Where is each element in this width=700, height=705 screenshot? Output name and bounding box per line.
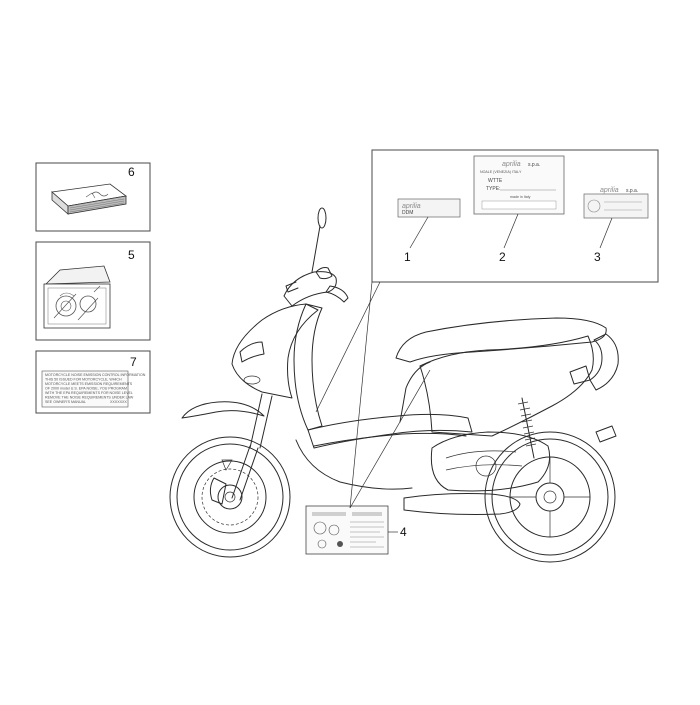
part-4-tire-info-label[interactable]: 4 — [305, 505, 407, 555]
floor-edge — [313, 432, 467, 447]
noise-decal-text: MOTORCYCLE NOISE EMISSION CONTROL INFORM… — [45, 373, 146, 404]
noise-line-6: REMOVE THE NOISE REQUIREMENTS UNDER LAW — [45, 396, 134, 400]
callout-2: 2 — [499, 250, 506, 264]
rear-shock — [521, 397, 535, 459]
tail-light — [569, 365, 591, 385]
noise-line-2: THIS 50 ISSUED FOR MOTORCYCLE, WHICH — [45, 378, 122, 382]
front-wheel — [169, 436, 291, 558]
decal-2-line1: WTTE — [488, 178, 503, 184]
callout-3: 3 — [594, 250, 601, 264]
leader-lines — [315, 281, 431, 509]
fork-upper — [249, 393, 273, 449]
turn-signal — [243, 375, 261, 385]
part-7-noise-label[interactable]: MOTORCYCLE NOISE EMISSION CONTROL INFORM… — [35, 350, 151, 414]
callout-6: 6 — [128, 165, 135, 179]
instrument-cluster — [315, 267, 333, 280]
decal-3 — [583, 193, 649, 219]
noise-line-5: WITH THE EPA REQUIREMENTS FOR NOISE LEVE… — [45, 391, 133, 395]
part-1-model-decal[interactable]: aprilia DDM 1 — [397, 198, 461, 264]
tool-pouch-icon — [43, 265, 111, 329]
decals-panel: aprilia DDM 1 aprilia s.p.a. NOALE (VENE… — [371, 149, 659, 283]
noise-line-3: MOTORCYCLE MEETS EMISSION REQUIREMENTS — [45, 382, 133, 386]
noise-decal — [41, 370, 129, 408]
engine-cover — [475, 455, 497, 477]
exhaust-pipe — [403, 493, 521, 515]
noise-line-1: MOTORCYCLE NOISE EMISSION CONTROL INFORM… — [45, 373, 146, 377]
tail-section — [589, 333, 619, 391]
handlebar-cowl — [283, 271, 337, 307]
right-grip — [325, 285, 349, 303]
part-3-brand-decal[interactable]: aprilia s.p.a. 3 — [583, 187, 649, 264]
leader-1 — [409, 216, 429, 249]
muffler-tip — [595, 425, 617, 443]
leader-3 — [599, 217, 613, 249]
decal-3-company: s.p.a. — [626, 188, 638, 194]
decal-2-type: TYPE: — [486, 186, 500, 192]
underbody — [295, 439, 413, 490]
left-grip — [285, 281, 299, 293]
leader-2 — [503, 213, 519, 249]
rear-body — [419, 335, 594, 437]
part-5-tool-kit[interactable]: 5 — [35, 241, 151, 341]
decal-3-brand: aprilia — [600, 187, 619, 194]
noise-line-7: SEE OWNER'S MANUAL — [45, 400, 86, 404]
noise-line-4: OF 2000 model U.S. EPA NOISE, YOU PROGRA… — [45, 387, 127, 391]
engine-case — [430, 431, 551, 492]
decal-2-company: s.p.a. — [528, 162, 540, 168]
mirror-stem — [311, 225, 321, 273]
engine-ribs — [445, 450, 523, 471]
floor-riser — [399, 361, 431, 423]
booklet-icon — [51, 183, 127, 215]
decal-1-brand: aprilia — [402, 203, 421, 210]
decal-1-model: DDM — [402, 210, 413, 216]
shock-spring — [517, 401, 537, 447]
decal-4-contents — [312, 512, 384, 549]
front-fork — [231, 445, 259, 501]
callout-7: 7 — [130, 355, 137, 369]
seat — [395, 317, 607, 363]
decal-2-made-in: made in Italy — [510, 195, 531, 199]
callout-5: 5 — [128, 248, 135, 262]
scooter-illustration — [169, 207, 619, 563]
rear-wheel — [484, 431, 616, 563]
front-shield — [231, 303, 319, 399]
callout-1: 1 — [404, 250, 411, 264]
part-6-owners-manual[interactable]: 6 — [35, 162, 151, 232]
part-2-id-plate[interactable]: aprilia s.p.a. NOALE (VENEZIA) ITALY WTT… — [473, 155, 565, 264]
callout-4: 4 — [400, 525, 407, 539]
decal-2-address: NOALE (VENEZIA) ITALY — [480, 170, 522, 174]
leg-shield — [293, 303, 323, 431]
decal-2-brand: aprilia — [502, 161, 521, 168]
noise-code: XXXXXXX — [110, 400, 127, 404]
front-fender — [181, 401, 265, 419]
headlight — [239, 341, 265, 363]
mirror — [317, 207, 327, 229]
decal-1 — [397, 198, 461, 218]
